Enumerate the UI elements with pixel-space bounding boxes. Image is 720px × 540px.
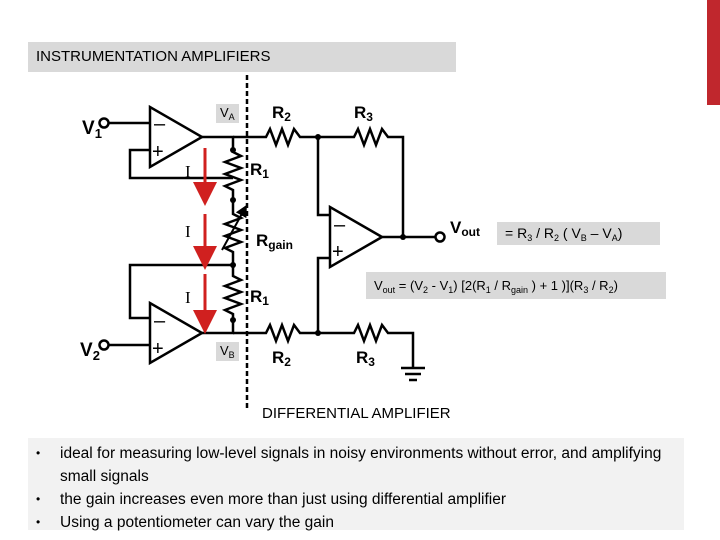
bullet-list: ideal for measuring low-level signals in… <box>28 438 684 534</box>
resistor-r2-bottom <box>262 321 318 345</box>
resistor-r3-bottom <box>350 321 415 368</box>
resistor-r1-bottom <box>221 265 245 320</box>
label-current-3: I <box>185 288 191 307</box>
label-v2: V2 <box>80 340 100 363</box>
label-current-1: I <box>185 162 191 181</box>
resistor-r1-top <box>221 150 245 200</box>
v2-terminal <box>98 339 110 351</box>
svg-text:–: – <box>154 113 166 135</box>
label-va: VA <box>216 104 239 123</box>
label-r1-bottom: R1 <box>250 287 269 308</box>
label-vout: Vout <box>450 218 480 239</box>
label-vb: VB <box>216 342 239 361</box>
vout-terminal <box>434 231 446 243</box>
label-r2-top: R2 <box>272 103 291 124</box>
label-r1-top: R1 <box>250 160 269 181</box>
op-amp-2: – + <box>148 300 205 366</box>
svg-text:–: – <box>334 214 346 236</box>
op-amp-3: – + <box>328 204 385 270</box>
potentiometer-arrow <box>221 204 247 251</box>
formula-vout-difference: = R3 / R2 ( VB – VA) <box>497 222 660 245</box>
label-r3-bottom: R3 <box>356 348 375 369</box>
formula-vout-full: Vout = (V2 - V1) [2(R1 / Rgain ) + 1 )](… <box>366 272 666 299</box>
svg-text:+: + <box>152 338 164 360</box>
accent-bar <box>707 0 720 105</box>
ground-icon <box>401 366 425 382</box>
resistor-r2-top <box>262 125 318 149</box>
differential-amplifier-label: DIFFERENTIAL AMPLIFIER <box>262 405 451 422</box>
label-r3-top: R3 <box>354 103 373 124</box>
svg-text:+: + <box>152 141 164 163</box>
resistor-r3-top <box>350 125 405 237</box>
label-r2-bottom: R2 <box>272 348 291 369</box>
label-v1: V1 <box>82 118 102 141</box>
slide-title: INSTRUMENTATION AMPLIFIERS <box>28 42 456 72</box>
label-current-2: I <box>185 222 191 241</box>
bullet-item: ideal for measuring low-level signals in… <box>36 442 674 488</box>
bullet-item: the gain increases even more than just u… <box>36 488 674 511</box>
svg-text:–: – <box>154 310 166 332</box>
resistor-rgain <box>221 200 245 265</box>
bullet-item: Using a potentiometer can vary the gain <box>36 511 674 534</box>
op-amp-1: – + <box>148 104 205 170</box>
svg-text:+: + <box>332 241 344 263</box>
label-rgain: Rgain <box>256 231 293 252</box>
